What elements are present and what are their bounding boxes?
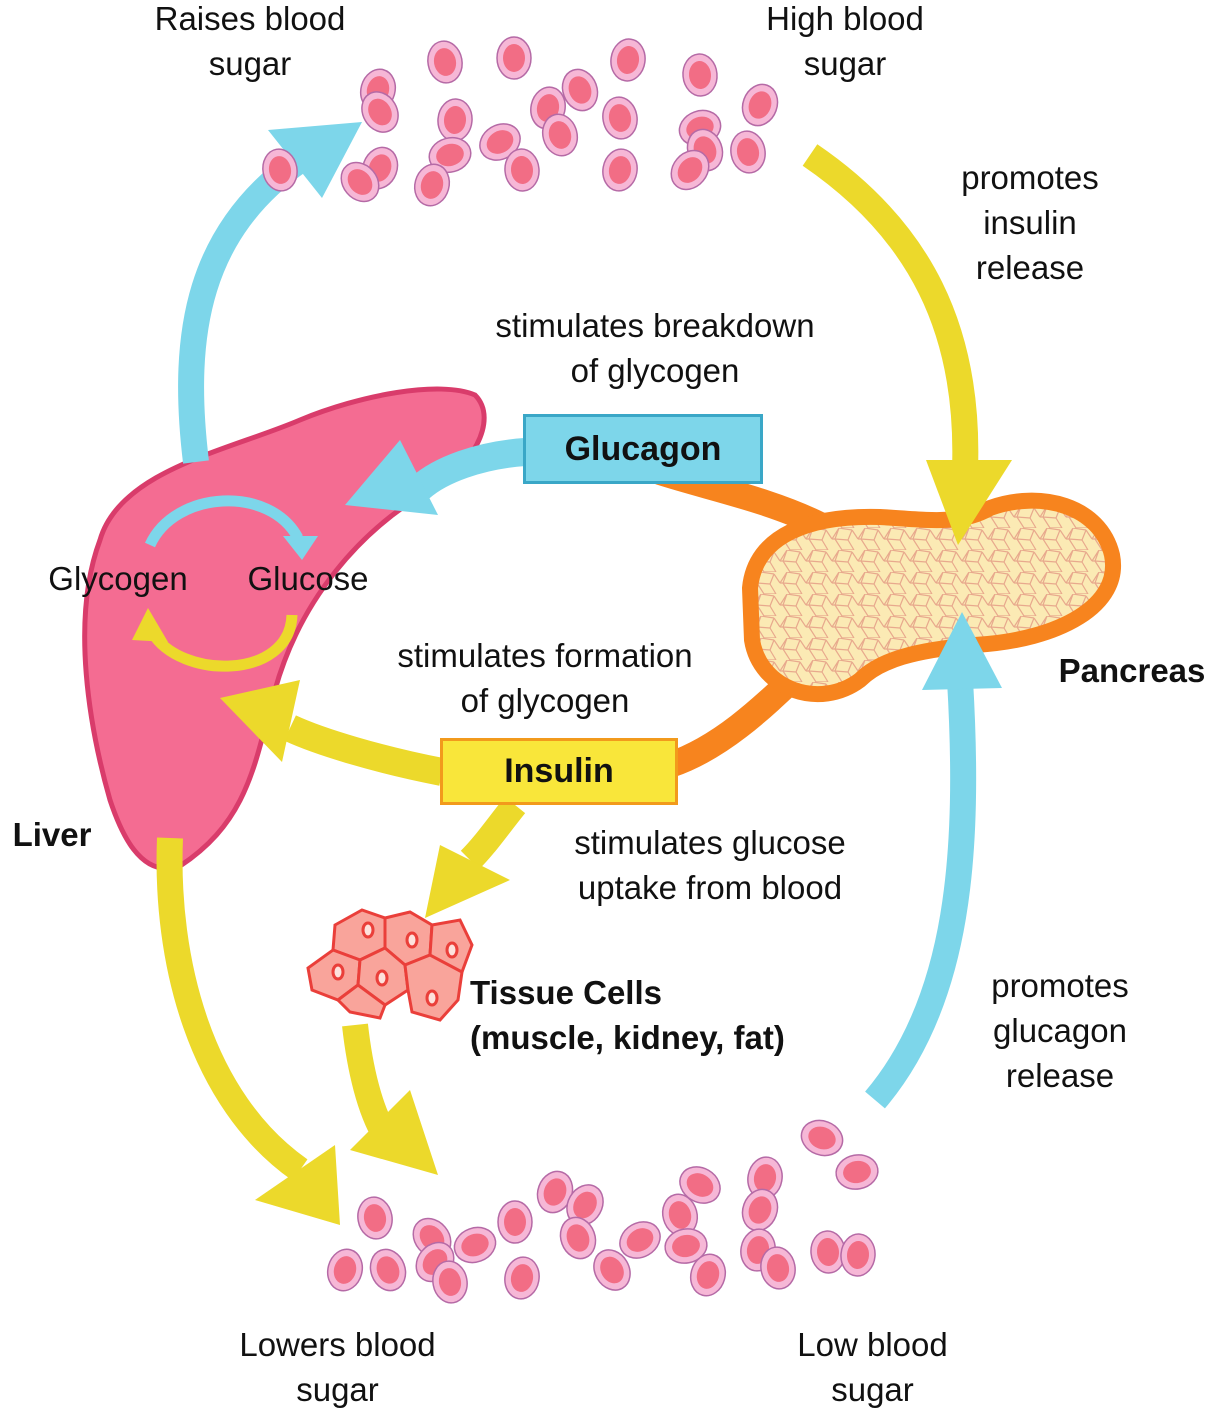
glycogen-label: Glycogen xyxy=(48,560,188,597)
pancreas-label: Pancreas xyxy=(1058,652,1206,689)
glucagon-to-liver-arrow xyxy=(410,438,527,499)
liver-label: Liver xyxy=(12,816,92,853)
glucagon-arrow-raises xyxy=(178,149,308,464)
glycogen-to-glucose-arrow xyxy=(144,495,303,548)
insulin-arrow-lowers xyxy=(156,837,308,1181)
insulin-label: Insulin xyxy=(504,752,614,790)
tissue-cells-label: Tissue Cells(muscle, kidney, fat) xyxy=(470,974,785,1056)
tissue-to-lower-arrow xyxy=(342,1023,397,1142)
glucagon-box: Glucagon xyxy=(523,414,763,484)
glucose-label: Glucose xyxy=(247,560,369,597)
pancreas-shape xyxy=(741,492,1122,703)
tissue-cells xyxy=(306,908,474,1022)
insulin-to-tissue-arrow xyxy=(460,796,526,870)
glucose-to-glycogen-arrow xyxy=(147,614,298,672)
glucagon-label: Glucagon xyxy=(564,429,722,468)
insulin-box: Insulin xyxy=(440,738,678,805)
glucagon-release-arrow xyxy=(865,679,977,1109)
insulin-release-arrow xyxy=(802,144,979,471)
insulin-to-liver-arrow xyxy=(284,715,445,786)
